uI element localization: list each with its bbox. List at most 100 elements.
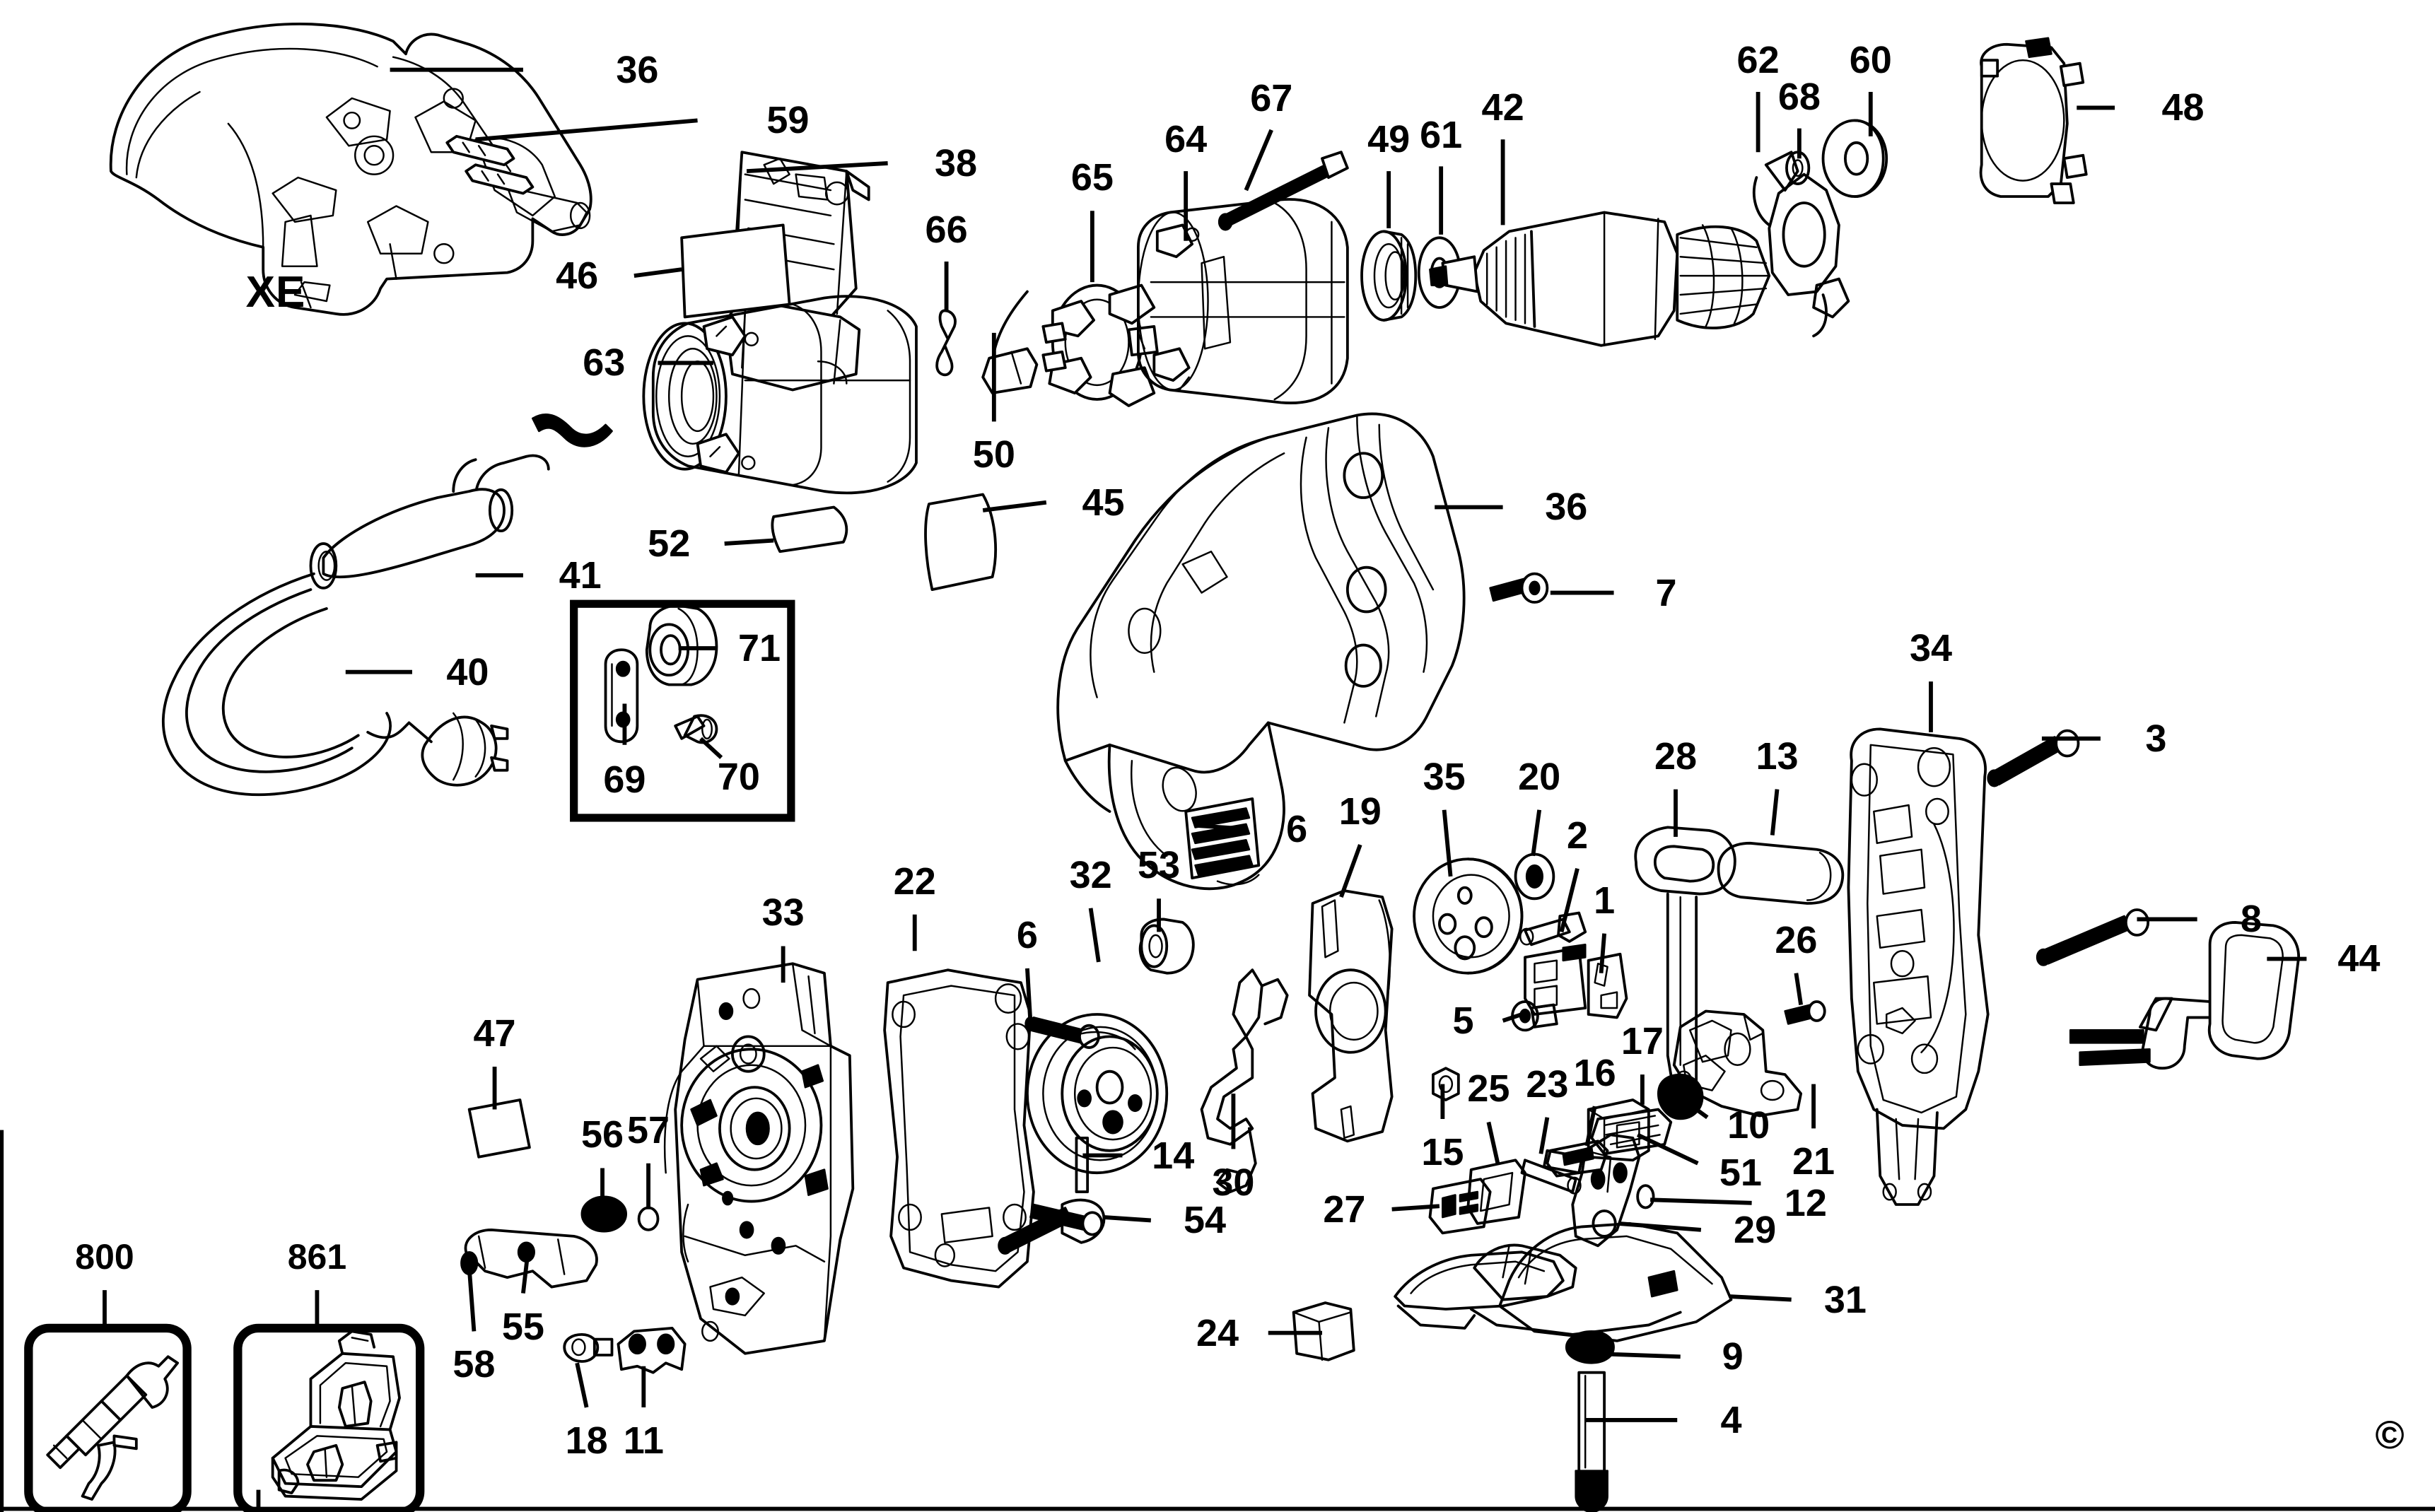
callout-number-c31: 31 — [1823, 1278, 1867, 1321]
part-48-baffle-plate — [1979, 37, 2088, 204]
part-18-set-screw — [563, 1332, 614, 1363]
callout-number-c70: 70 — [717, 755, 760, 798]
callout-number-c55: 55 — [501, 1305, 544, 1348]
callout-number-c25: 25 — [1467, 1067, 1510, 1110]
callout-number-c15: 15 — [1421, 1131, 1464, 1174]
part-27-rating-plate — [1428, 1178, 1492, 1235]
part-35-eccentric-cam — [1413, 857, 1524, 975]
part-55-shift-lever — [464, 1228, 598, 1289]
part-64-field-housing — [1136, 198, 1349, 404]
leader-line-23 — [1538, 1117, 1550, 1154]
leader-line-6 — [1025, 968, 1033, 1023]
leader-line-46 — [633, 267, 682, 279]
part-31-base-shoe — [1394, 1222, 1733, 1342]
callout-number-c9: 9 — [1722, 1335, 1744, 1378]
callout-number-c2: 2 — [1566, 814, 1588, 857]
part-2-hex-bolt — [1519, 911, 1587, 947]
callout-number-c6a: 6 — [1286, 807, 1308, 850]
callout-number-c14: 14 — [1152, 1134, 1195, 1177]
part-45-warning-label-right — [924, 493, 997, 591]
callout-number-c33: 33 — [761, 891, 805, 934]
part-30-shift-fork — [1200, 968, 1289, 1193]
callout-number-c58: 58 — [452, 1343, 496, 1386]
callout-number-c46: 46 — [556, 254, 599, 298]
part-9-thrust-washer — [1565, 1330, 1615, 1364]
callout-number-c41: 41 — [559, 553, 602, 597]
callout-number-c24: 24 — [1196, 1311, 1239, 1354]
part-66-retaining-clip — [935, 309, 957, 377]
part-52-nameplate — [771, 505, 848, 553]
callout-number-c10: 10 — [1727, 1103, 1770, 1147]
callout-number-c66: 66 — [925, 209, 968, 252]
callout-number-c26: 26 — [1775, 918, 1818, 961]
part-70-screw — [674, 714, 718, 744]
leader-line-32 — [1088, 908, 1101, 963]
callout-number-c64: 64 — [1164, 118, 1208, 161]
part-11-saddle-clamp — [617, 1327, 687, 1374]
part-12-washer — [1636, 1184, 1655, 1209]
leader-line-54 — [1103, 1215, 1152, 1223]
part-1-switch-slider — [1524, 943, 1628, 1019]
part-44-wire-handle — [2069, 921, 2301, 1070]
callout-number-c69: 69 — [603, 758, 646, 802]
callout-number-c36b: 36 — [1545, 486, 1588, 529]
leader-line-1 — [1599, 933, 1606, 973]
callout-number-c11: 11 — [623, 1419, 664, 1463]
leader-line-16 — [1584, 1106, 1597, 1147]
callout-number-c28: 28 — [1654, 734, 1698, 778]
part-20-cam-bushing — [1514, 852, 1555, 901]
part-13-roller-sleeve — [1717, 841, 1845, 905]
callout-number-c68: 68 — [1777, 75, 1821, 118]
callout-number-c19: 19 — [1338, 790, 1382, 833]
part-51-grip-pad-large — [1590, 1108, 1673, 1156]
callout-number-c34: 34 — [1909, 627, 1953, 670]
callout-number-c5: 5 — [1452, 999, 1474, 1042]
leader-line-25 — [1486, 1121, 1500, 1166]
leader-line-35 — [1442, 809, 1453, 877]
callout-number-c13: 13 — [1756, 734, 1799, 778]
callout-number-c20: 20 — [1518, 755, 1561, 798]
part-26-set-screw — [1784, 1000, 1826, 1025]
callout-number-c4: 4 — [1720, 1398, 1742, 1441]
part-63-motor-housing — [642, 295, 918, 495]
inset-box-xe — [604, 604, 718, 744]
part-861-kit-box — [271, 1330, 401, 1501]
leader-line-38 — [746, 161, 888, 174]
part-67-long-field-screw — [1218, 151, 1349, 231]
part-40-power-cord — [161, 414, 613, 797]
callout-number-c61: 61 — [1420, 113, 1463, 156]
callout-number-c40: 40 — [446, 650, 489, 693]
callout-number-c3: 3 — [2145, 717, 2167, 760]
part-53-spindle-bushing — [1138, 918, 1195, 975]
part-7-housing-screw — [1489, 572, 1549, 604]
callout-number-c21: 21 — [1792, 1140, 1835, 1183]
callout-number-c65: 65 — [1070, 156, 1114, 199]
leader-line-52 — [724, 538, 774, 546]
part-56-rubber-plug — [580, 1195, 628, 1233]
part-57-o-ring — [637, 1206, 660, 1231]
leader-line-31 — [1729, 1294, 1792, 1302]
callout-number-c38: 38 — [934, 141, 978, 184]
callout-number-c16: 16 — [1573, 1051, 1616, 1094]
callout-number-c17: 17 — [1621, 1020, 1664, 1063]
callout-number-c71: 71 — [737, 627, 781, 670]
leader-line-70 — [699, 737, 723, 759]
callout-number-c60: 60 — [1849, 39, 1892, 82]
part-36-right-clamshell — [1056, 412, 1466, 891]
part-36-left-clamshell — [109, 23, 592, 316]
callout-number-c57: 57 — [627, 1108, 670, 1151]
callout-number-c23: 23 — [1526, 1062, 1569, 1106]
part-15-hex-nut — [1432, 1067, 1460, 1101]
callout-number-c52: 52 — [648, 522, 691, 565]
part-69-link-plate — [604, 648, 639, 744]
part-23-dowel-pin — [1520, 1159, 1582, 1195]
leader-line-19 — [1339, 844, 1362, 898]
leader-line-27 — [1391, 1204, 1440, 1212]
part-65-brush-holder — [1041, 283, 1159, 407]
leader-line-10 — [1671, 1090, 1709, 1120]
callout-number-c42: 42 — [1481, 86, 1524, 129]
part-32-clutch-drum — [1026, 1013, 1169, 1175]
leader-line-12 — [1650, 1197, 1752, 1205]
